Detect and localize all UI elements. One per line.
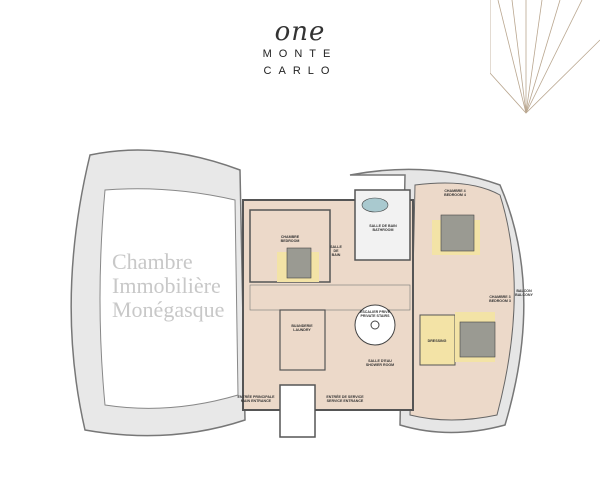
entry-stair xyxy=(279,384,316,438)
bed-3 xyxy=(459,321,496,358)
logo-line-1: MONTE xyxy=(262,48,338,60)
label-dressing: DRESSING xyxy=(428,339,447,343)
logo-script: one xyxy=(274,17,326,47)
brand-logo: one MONTE CARLO xyxy=(250,18,350,80)
laundry-room xyxy=(279,309,326,371)
dressing-room xyxy=(419,314,456,366)
fan-ornament xyxy=(490,0,600,114)
bed-4 xyxy=(440,214,475,252)
bed xyxy=(286,247,312,279)
corridor xyxy=(249,284,411,311)
watermark: Chambre Immobilière Monégasque xyxy=(112,249,225,322)
logo-line-2: CARLO xyxy=(263,65,337,77)
terrace-left-inner xyxy=(99,188,239,409)
bathtub xyxy=(361,197,389,213)
